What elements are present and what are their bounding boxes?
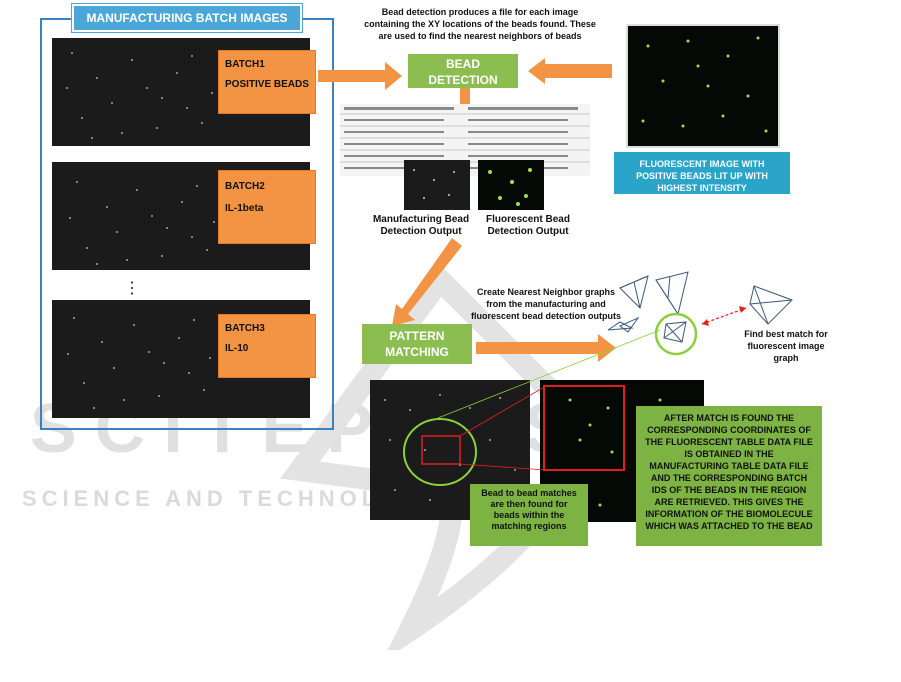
fluorescent-beads — [641, 36, 768, 133]
batch1-beads — [66, 52, 213, 139]
batch1-label-line1: BATCH1 — [225, 59, 265, 70]
manufacturing-output-beads — [413, 169, 455, 199]
fluorescent-label: FLUORESCENT IMAGE WITH POSITIVE BEADS LI… — [614, 152, 790, 194]
graph-highlight-circle — [654, 312, 698, 356]
batch2-beads — [69, 181, 215, 265]
batch3-label-line1: BATCH3 — [225, 323, 265, 334]
bead-match-note: Bead to bead matches are then found for … — [470, 484, 588, 546]
batch3-beads — [67, 317, 211, 409]
fluorescent-image — [626, 24, 780, 148]
arrow-to-pattern-matching — [392, 238, 462, 326]
fluorescent-output-thumb — [478, 160, 544, 210]
batch3-label-line2: IL-10 — [225, 343, 249, 354]
fluorescent-output-caption: Fluorescent Bead Detection Output — [486, 214, 570, 237]
matching-region-large — [543, 385, 625, 471]
nn-graphs — [607, 271, 793, 356]
nn-caption: Create Nearest Neighbor graphs from the … — [470, 287, 621, 321]
matching-region-small — [421, 435, 461, 465]
manufacturing-output-thumb — [404, 160, 470, 210]
graph-4 — [607, 321, 634, 331]
manufacturing-output-caption: Manufacturing Bead Detection Output — [372, 214, 470, 237]
arrow-from-fluorescent — [528, 58, 612, 84]
manufacturing-panel-title: MANUFACTURING BATCH IMAGES — [72, 4, 302, 32]
pattern-matching-box: PATTERN MATCHING — [362, 324, 472, 364]
best-match-arrow — [701, 307, 747, 325]
bead-detection-box: BEAD DETECTION — [408, 54, 518, 88]
matching-region-circle — [403, 418, 477, 486]
batch1-label: BATCH1 POSITIVE BEADS — [218, 50, 316, 114]
batch1-label-line2: POSITIVE BEADS — [225, 79, 309, 90]
arrow-to-graphs — [476, 334, 616, 362]
arrow-to-bead-detection — [318, 62, 402, 90]
batch3-label: BATCH3 IL-10 — [218, 314, 316, 378]
detection-table-lines — [340, 107, 590, 169]
batch-ellipsis: ⋮ — [124, 280, 140, 297]
batch2-label-line1: BATCH2 — [225, 181, 265, 192]
after-match-note: AFTER MATCH IS FOUND THE CORRESPONDING C… — [636, 406, 822, 546]
batch2-label: BATCH2 IL-1beta — [218, 170, 316, 244]
batch2-label-line2: IL-1beta — [225, 203, 264, 214]
top-caption: Bead detection produces a file for each … — [364, 7, 596, 41]
fluorescent-output-beads — [488, 168, 532, 206]
best-match-caption: Find best match for fluorescent image gr… — [744, 329, 828, 363]
